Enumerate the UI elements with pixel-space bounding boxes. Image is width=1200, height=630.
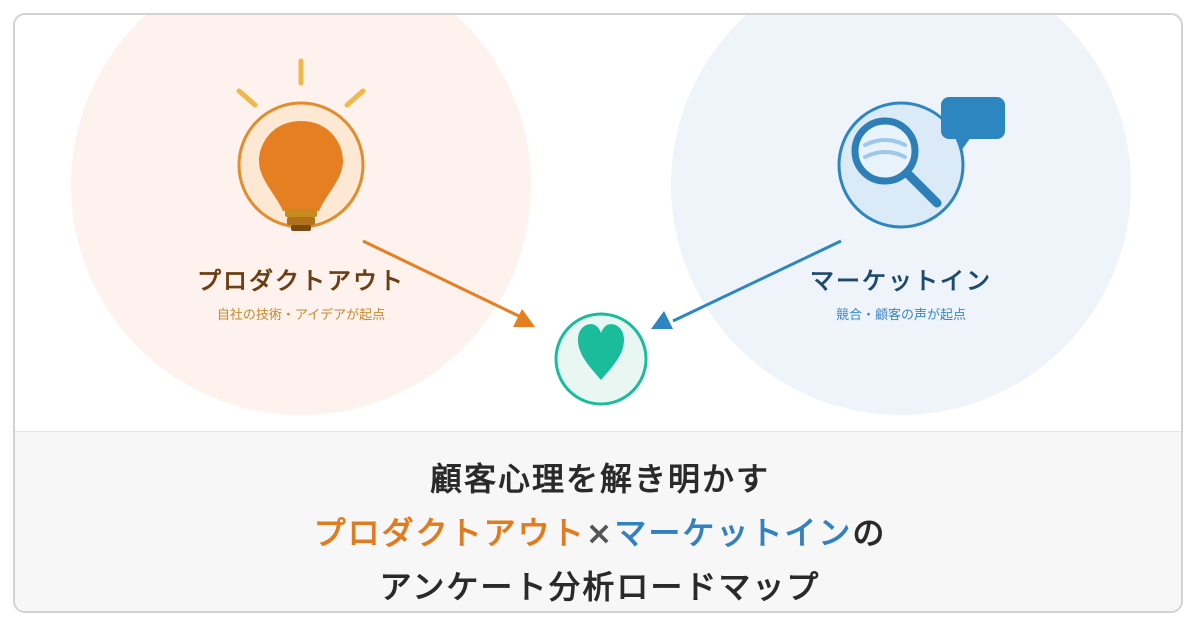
- product-out-title: プロダクトアウト: [197, 267, 405, 295]
- hero-card: プロダクトアウト 自社の技術・アイデアが起点 マーケットイン 競合・顧客の声が起…: [13, 13, 1183, 613]
- market-in-title: マーケットイン: [810, 267, 992, 295]
- headline-line-1: 顧客心理を解き明かす: [429, 460, 770, 498]
- market-in-subtitle: 競合・顧客の声が起点: [835, 308, 966, 323]
- headline-market-in: マーケットイン: [614, 514, 853, 552]
- lightbulb-icon: [236, 58, 366, 231]
- headline-area: 顧客心理を解き明かす プロダクトアウト×マーケットインの アンケート分析ロードマ…: [15, 431, 1181, 611]
- headline-product-out: プロダクトアウト: [313, 514, 586, 552]
- speech-bubble-icon: [941, 97, 1005, 151]
- headline-suffix: の: [852, 514, 887, 552]
- headline-times: ×: [585, 514, 615, 552]
- illustration-svg: [236, 58, 1005, 406]
- product-out-label: プロダクトアウト 自社の技術・アイデアが起点: [151, 261, 451, 323]
- product-out-subtitle: 自社の技術・アイデアが起点: [216, 308, 386, 323]
- magnifier-icon: [837, 101, 965, 229]
- market-in-label: マーケットイン 競合・顧客の声が起点: [751, 261, 1051, 323]
- illustration-area: プロダクトアウト 自社の技術・アイデアが起点 マーケットイン 競合・顧客の声が起…: [15, 15, 1181, 431]
- headline-line-2: プロダクトアウト×マーケットインの: [15, 506, 1181, 560]
- heart-icon: [554, 312, 648, 406]
- arrow-market-to-center: [651, 239, 842, 329]
- headline-line-3: アンケート分析ロードマップ: [379, 568, 821, 606]
- arrow-product-to-center: [362, 239, 535, 327]
